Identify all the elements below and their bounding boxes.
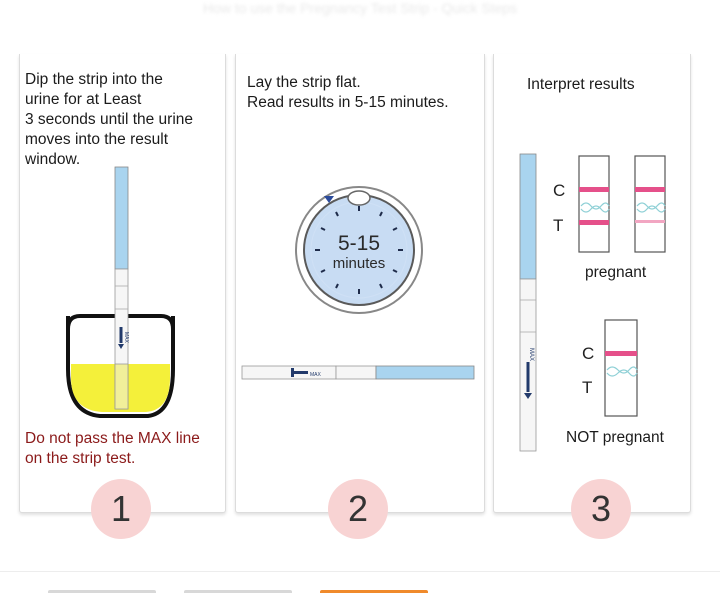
test-label: T xyxy=(582,378,593,397)
step-number-1: 1 xyxy=(91,479,151,539)
instruction-line: urine for at Least xyxy=(25,91,142,108)
warning-line: Do not pass the MAX line xyxy=(25,430,200,447)
vertical-strip-illustration: MAX xyxy=(519,153,537,452)
bottom-tab-1[interactable] xyxy=(48,590,156,593)
test-label: T xyxy=(553,216,564,235)
control-label: C xyxy=(553,181,566,200)
instruction-line: window. xyxy=(25,151,81,168)
timer-value: 5-15 xyxy=(338,232,380,255)
step-3-panel: Interpret results MAX C T pregnant C T N… xyxy=(493,54,691,539)
timer-icon: 5-15 minutes xyxy=(295,186,423,314)
step-number-2: 2 xyxy=(328,479,388,539)
instruction-line: Lay the strip flat. xyxy=(247,74,361,91)
strip-max-text: MAX xyxy=(123,332,129,344)
step-1-panel: Dip the strip into the urine for at Leas… xyxy=(19,54,226,539)
instruction-line: Dip the strip into the xyxy=(25,71,163,88)
pregnant-label: pregnant xyxy=(585,264,647,281)
control-label: C xyxy=(582,344,595,363)
divider xyxy=(0,571,720,572)
step-2-instruction: Lay the strip flat. Read results in 5-15… xyxy=(247,73,449,113)
faded-header-text: How to use the Pregnancy Test Strip - Qu… xyxy=(202,0,518,16)
step-3-instruction: Interpret results xyxy=(527,76,635,93)
warning-line: on the strip test. xyxy=(25,450,136,467)
step-number-3: 3 xyxy=(571,479,631,539)
instruction-line: Read results in 5-15 minutes. xyxy=(247,94,449,111)
instruction-line: moves into the result xyxy=(25,131,169,148)
step-2-panel: Lay the strip flat. Read results in 5-15… xyxy=(235,54,485,539)
bottom-tab-2[interactable] xyxy=(184,590,292,593)
strip-max-text: MAX xyxy=(528,348,534,361)
instruction-line: 3 seconds until the urine xyxy=(25,111,194,128)
pregnant-strips-illustration xyxy=(578,155,666,253)
not-pregnant-label: NOT pregnant xyxy=(566,429,664,446)
step-1-warning: Do not pass the MAX line on the strip te… xyxy=(25,429,200,469)
step-1-instruction: Dip the strip into the urine for at Leas… xyxy=(25,70,193,170)
flat-strip-illustration: MAX xyxy=(241,365,475,380)
bottom-tab-active[interactable] xyxy=(320,590,428,593)
timer-unit: minutes xyxy=(333,255,386,272)
not-pregnant-strip-illustration xyxy=(604,319,638,417)
dip-strip-illustration: MAX xyxy=(66,166,175,418)
strip-max-text: MAX xyxy=(310,372,322,378)
